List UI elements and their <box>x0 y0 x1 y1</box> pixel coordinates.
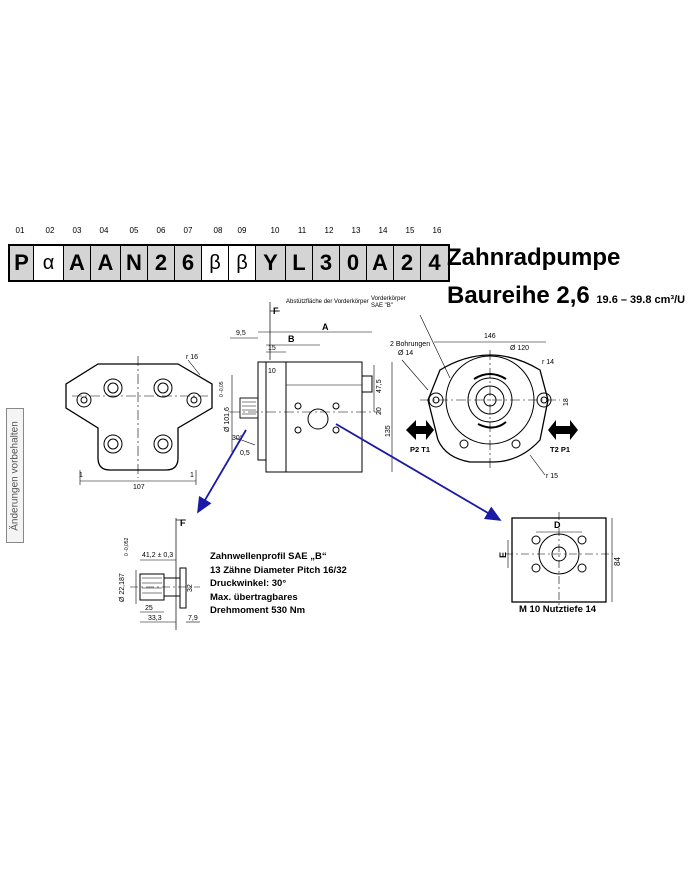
code-pos: 03 <box>72 226 82 235</box>
spec-line: Zahnwellenprofil SAE „B“ <box>210 551 327 562</box>
code-char: Y <box>256 246 286 280</box>
code-char: P <box>10 246 34 280</box>
dim-dia-14: Ø 14 <box>398 350 413 357</box>
code-char: α <box>34 246 64 280</box>
dim-20: 20 <box>376 407 383 415</box>
code-pos: 09 <box>237 226 247 235</box>
label-E: E <box>498 552 508 558</box>
pump-rear-view: Vorderkörper SAE "B" 2 Bohrungen Ø 14 14… <box>371 296 578 480</box>
code-pos: 06 <box>156 226 166 235</box>
code-char: 3 <box>313 246 340 280</box>
spec-line: Max. übertragbares <box>210 591 298 603</box>
dim-30deg: 30° <box>232 434 243 442</box>
port-detail: D E 84 <box>498 512 622 608</box>
label-D: D <box>554 520 561 530</box>
front-body-note-1: Vorderkörper <box>371 296 406 302</box>
dim-25: 25 <box>145 605 153 612</box>
dim-dia-22: Ø 22,187 <box>119 573 126 602</box>
code-char: 2 <box>148 246 175 280</box>
side-note: Änderungen vorbehalten <box>6 408 24 543</box>
dim-41-2: 41,2 ± 0,3 <box>142 552 173 559</box>
code-pos: 15 <box>405 226 415 235</box>
series-label: Baureihe 2,6 <box>447 282 590 309</box>
dim-107: 107 <box>133 484 145 491</box>
dim-135: 135 <box>385 425 392 437</box>
dim-r16: r 16 <box>186 354 198 361</box>
spline-spec: Zahnwellenprofil SAE „B“ 13 Zähne Diamet… <box>210 550 347 618</box>
front-body-note-2: SAE "B" <box>371 303 393 309</box>
code-char: A <box>64 246 91 280</box>
code-position-numbers: 01 02 03 04 05 06 07 08 09 10 11 12 13 1… <box>8 226 448 240</box>
code-char: 0 <box>340 246 367 280</box>
dim-33-3: 33,3 <box>148 615 162 622</box>
shaft-detail: F 41,2 ± 0,3 0 -0,052 Ø 22,187 32 25 33,… <box>119 518 200 630</box>
label-F: F <box>273 306 279 316</box>
dim-0-5: 0,5 <box>240 450 250 457</box>
code-char: N <box>121 246 148 280</box>
code-pos: 01 <box>15 226 25 235</box>
dim-47-5: 47,5 <box>376 379 383 393</box>
label-B: B <box>288 334 295 344</box>
holes-note: 2 Bohrungen <box>390 341 430 348</box>
tol-101-6: 0 -0,05 <box>219 381 225 397</box>
port-caption: M 10 Nutztiefe 14 <box>519 604 597 615</box>
code-char: A <box>367 246 394 280</box>
series-title: Baureihe 2,6 19.6 – 39.8 cm³/U <box>447 282 685 310</box>
dim-10: 10 <box>268 368 276 375</box>
code-char: 2 <box>394 246 421 280</box>
code-char: β <box>229 246 256 280</box>
code-pos: 07 <box>183 226 193 235</box>
dim-dia-120: Ø 120 <box>510 345 529 352</box>
code-pos: 05 <box>129 226 139 235</box>
code-char: L <box>286 246 313 280</box>
code-pos: 10 <box>270 226 280 235</box>
code-pos: 12 <box>324 226 334 235</box>
dim-9-5: 9,5 <box>236 330 246 337</box>
dim-r15: r 15 <box>546 473 558 480</box>
tol-22: 0 -0,052 <box>124 537 130 556</box>
spec-line: 13 Zähne Diameter Pitch 16/32 <box>210 564 347 576</box>
flange-face-note: Abstützfläche der Vorderkörper <box>286 299 369 305</box>
dim-1a: 1 <box>79 472 83 479</box>
dim-7-9: 7,9 <box>188 615 198 622</box>
code-pos: 04 <box>99 226 109 235</box>
dim-18: 18 <box>563 398 570 406</box>
code-char: 4 <box>421 246 448 280</box>
code-pos: 08 <box>213 226 223 235</box>
code-char: β <box>202 246 229 280</box>
dim-32: 32 <box>187 584 194 592</box>
flange-front-view: r 16 107 1 1 <box>65 354 213 491</box>
dim-146: 146 <box>484 333 496 340</box>
dim-1b: 1 <box>190 472 194 479</box>
port-P2T1: P2 T1 <box>410 445 430 454</box>
code-pos: 16 <box>432 226 442 235</box>
spec-line: Drehmoment 530 Nm <box>210 605 306 616</box>
shaft-label-F: F <box>180 518 186 528</box>
code-boxes: P α A A N 2 6 β β Y L 3 0 A 2 4 <box>8 244 450 282</box>
code-char: 6 <box>175 246 202 280</box>
dim-84: 84 <box>613 557 622 566</box>
port-T2P1: T2 P1 <box>550 445 570 454</box>
code-char: A <box>91 246 121 280</box>
pump-side-view: Abstützfläche der Vorderkörper F 9,5 A B… <box>219 299 393 473</box>
code-pos: 02 <box>45 226 55 235</box>
dim-dia-101-6: Ø 101,6 <box>224 407 231 432</box>
dim-15: 15 <box>268 345 276 352</box>
spec-line: Druckwinkel: 30° <box>210 578 287 589</box>
code-pos: 11 <box>297 226 307 235</box>
label-A: A <box>322 322 329 332</box>
displacement-range: 19.6 – 39.8 cm³/U <box>596 294 686 306</box>
code-pos: 13 <box>351 226 361 235</box>
code-pos: 14 <box>378 226 388 235</box>
product-title: Zahnradpumpe <box>447 244 621 271</box>
dim-r14: r 14 <box>542 359 554 366</box>
